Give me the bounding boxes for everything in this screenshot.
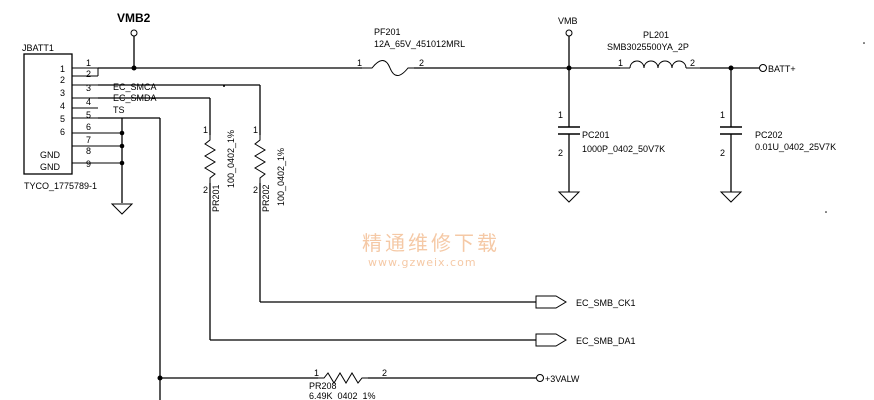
pf201-value: 12A_65V_451012MRL	[374, 39, 465, 49]
outer-pin-9: 9	[86, 159, 91, 169]
inner-pin-5: 5	[60, 114, 65, 124]
net-batt: BATT+	[768, 64, 796, 74]
outer-pin-5: 5	[86, 110, 91, 120]
pc202-pin1: 1	[720, 110, 725, 120]
net-ec-smb-ck1: EC_SMB_CK1	[576, 298, 636, 308]
pc201-ref: PC201	[582, 130, 610, 140]
pr208-pin2: 2	[382, 368, 387, 378]
pr202-value: 100_0402_1%	[276, 148, 286, 206]
inner-pin-2: 2	[60, 75, 65, 85]
fuse-pf201: PF201 12A_65V_451012MRL 1 2	[357, 27, 465, 76]
pr201-ref: PR201	[211, 184, 221, 212]
outer-pin-2: 2	[86, 69, 91, 79]
inner-pin-1: 1	[60, 64, 65, 74]
resistor-pr202: 1 2 PR202 100_0402_1%	[253, 125, 286, 212]
outer-pin-6: 6	[86, 122, 91, 132]
pr201-value: 100_0402_1%	[226, 130, 236, 188]
inductor-pl201: PL201 SMB3025500YA_2P 1 2	[607, 30, 700, 69]
net-vmb2: VMB2	[117, 11, 151, 25]
pr208-pin1: 1	[314, 368, 319, 378]
connector-ref: JBATT1	[22, 43, 54, 53]
pr208-value: 6.49K_0402_1%	[309, 391, 376, 400]
pc202-value: 0.01U_0402_25V7K	[755, 142, 836, 152]
pr202-ref: PR202	[261, 184, 271, 212]
signal-ts: TS	[113, 105, 125, 115]
vmb-terminal	[565, 29, 573, 37]
pl201-value: SMB3025500YA_2P	[607, 42, 689, 52]
pl201-pin1: 1	[618, 58, 623, 68]
pc202-pin2: 2	[720, 148, 725, 158]
signal-ec-smca: EC_SMCA	[113, 82, 157, 92]
pr202-pin2: 2	[253, 185, 258, 195]
pf201-ref: PF201	[374, 27, 401, 37]
net-ec-smb-da1: EC_SMB_DA1	[576, 336, 636, 346]
outer-pin-4: 4	[86, 97, 91, 107]
batt-terminal	[759, 64, 767, 72]
pc201-pin2: 2	[558, 148, 563, 158]
resistor-pr201: 1 2 PR201 100_0402_1%	[203, 125, 236, 212]
inner-gnd-1: GND	[40, 150, 61, 160]
pr201-pin2: 2	[203, 185, 208, 195]
ground-icon	[719, 191, 743, 203]
net-vmb: VMB	[558, 16, 578, 26]
watermark-text: 精通维修下载	[362, 231, 500, 255]
resistor-pr208: 1 2 PR208 6.49K_0402_1%	[309, 368, 387, 400]
ground-icon	[110, 203, 134, 215]
inner-gnd-2: GND	[40, 162, 61, 172]
outer-pin-7: 7	[86, 135, 91, 145]
pr201-pin1: 1	[203, 125, 208, 135]
watermark-url: www.gzweix.com	[368, 256, 477, 269]
capacitor-pc201: 1 2 PC201 1000P_0402_50V7K	[557, 68, 665, 203]
outer-pin-3: 3	[86, 83, 91, 93]
pc201-pin1: 1	[558, 110, 563, 120]
pf201-pin2: 2	[419, 58, 424, 68]
pf201-pin1: 1	[357, 58, 362, 68]
connector-jbatt1: JBATT1 TYCO_1775789-1 1 2 3 4 5 6 GND GN…	[22, 43, 98, 191]
offpage-ec-smb-da1: EC_SMB_DA1	[535, 333, 636, 347]
offpage-ec-smb-ck1: EC_SMB_CK1	[535, 295, 636, 309]
connector-part: TYCO_1775789-1	[24, 181, 97, 191]
ground-icon	[557, 191, 581, 203]
inner-pin-3: 3	[60, 88, 65, 98]
pl201-ref: PL201	[643, 30, 669, 40]
pr208-ref: PR208	[309, 381, 337, 391]
valw-terminal	[536, 374, 544, 382]
pc202-ref: PC202	[755, 130, 783, 140]
pl201-pin2: 2	[690, 58, 695, 68]
inner-pin-4: 4	[60, 101, 65, 111]
inner-pin-6: 6	[60, 127, 65, 137]
outer-pin-1: 1	[86, 58, 91, 68]
pr202-pin1: 1	[253, 125, 258, 135]
outer-pin-8: 8	[86, 146, 91, 156]
pc201-value: 1000P_0402_50V7K	[582, 144, 665, 154]
net-3valw: +3VALW	[545, 374, 580, 384]
vmb2-terminal	[130, 29, 138, 37]
capacitor-pc202: 1 2 PC202 0.01U_0402_25V7K	[719, 68, 836, 203]
